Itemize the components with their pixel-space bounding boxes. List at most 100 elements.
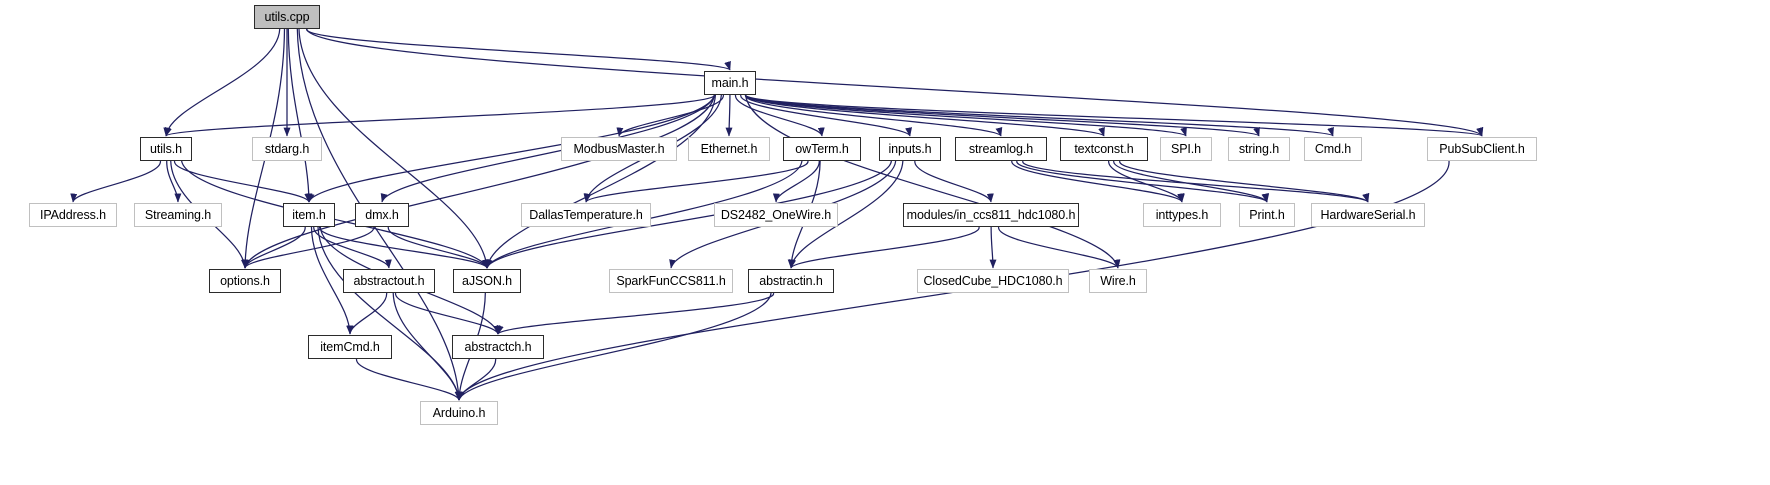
- graph-node-label: DallasTemperature.h: [529, 207, 643, 222]
- graph-node-label: string.h: [1238, 141, 1280, 156]
- graph-node-streaming-h[interactable]: Streaming.h: [134, 203, 222, 227]
- graph-node-streamlog-h[interactable]: streamlog.h: [955, 137, 1047, 161]
- graph-node-label: inputs.h: [888, 141, 932, 156]
- graph-node-label: item.h: [292, 207, 326, 222]
- graph-node-label: SparkFunCCS811.h: [616, 273, 726, 288]
- graph-edge: [744, 94, 1334, 137]
- graph-node-label: utils.h: [150, 141, 182, 156]
- graph-node-wire-h[interactable]: Wire.h: [1089, 269, 1147, 293]
- graph-edge: [457, 292, 772, 401]
- graph-node-abstractout-h[interactable]: abstractout.h: [343, 269, 435, 293]
- graph-node-closedcube-h[interactable]: ClosedCube_HDC1080.h: [917, 269, 1069, 293]
- graph-edge: [584, 160, 809, 203]
- graph-edge: [165, 94, 716, 137]
- graph-edge: [70, 160, 162, 203]
- graph-node-label: Ethernet.h: [700, 141, 758, 156]
- graph-node-mod-ccs811-h[interactable]: modules/in_ccs811_hdc1080.h: [903, 203, 1079, 227]
- graph-node-modbusmaster-h[interactable]: ModbusMaster.h: [561, 137, 677, 161]
- graph-node-dallastemperature-h[interactable]: DallasTemperature.h: [521, 203, 651, 227]
- graph-node-dmx-h[interactable]: dmx.h: [355, 203, 409, 227]
- graph-node-sparkfunccs811-h[interactable]: SparkFunCCS811.h: [609, 269, 733, 293]
- graph-edge: [242, 226, 375, 269]
- graph-node-label: Arduino.h: [432, 405, 486, 420]
- graph-node-label: itemCmd.h: [320, 339, 380, 354]
- graph-node-label: stdarg.h: [264, 141, 310, 156]
- graph-node-ethernet-h[interactable]: Ethernet.h: [688, 137, 770, 161]
- graph-edge: [394, 292, 501, 335]
- graph-edge: [310, 226, 354, 335]
- graph-edge: [355, 358, 462, 401]
- graph-node-print-h[interactable]: Print.h: [1239, 203, 1295, 227]
- graph-edge: [997, 226, 1121, 269]
- graph-node-pubsubclient-h[interactable]: PubSubClient.h: [1427, 137, 1537, 161]
- graph-edge: [242, 94, 716, 269]
- graph-edge: [166, 160, 182, 203]
- graph-node-hardwareserial-h[interactable]: HardwareSerial.h: [1311, 203, 1425, 227]
- graph-node-item-h[interactable]: item.h: [283, 203, 335, 227]
- graph-edge: [914, 160, 994, 203]
- graph-edge: [1011, 160, 1184, 203]
- graph-node-label: dmx.h: [365, 207, 399, 222]
- graph-node-label: owTerm.h: [795, 141, 849, 156]
- graph-node-owterm-h[interactable]: owTerm.h: [783, 137, 861, 161]
- graph-node-label: Cmd.h: [1314, 141, 1352, 156]
- graph-edge: [163, 28, 281, 137]
- graph-node-arduino-h[interactable]: Arduino.h: [420, 401, 498, 425]
- graph-edge: [313, 226, 392, 269]
- graph-node-label: abstractout.h: [353, 273, 425, 288]
- graph-node-label: options.h: [220, 273, 270, 288]
- graph-edge: [989, 226, 997, 269]
- graph-edge: [744, 94, 1483, 137]
- graph-node-abstractch-h[interactable]: abstractch.h: [452, 335, 544, 359]
- graph-node-spi-h[interactable]: SPI.h: [1160, 137, 1212, 161]
- graph-node-stdarg-h[interactable]: stdarg.h: [252, 137, 322, 161]
- graph-edge: [789, 226, 980, 269]
- graph-edge: [485, 160, 893, 269]
- graph-node-label: Print.h: [1249, 207, 1285, 222]
- graph-node-abstractin-h[interactable]: abstractin.h: [748, 269, 834, 293]
- graph-edge: [744, 94, 1121, 269]
- graph-node-label: ClosedCube_HDC1080.h: [923, 273, 1063, 288]
- graph-node-label: streamlog.h: [968, 141, 1034, 156]
- graph-node-textconst-h[interactable]: textconst.h: [1060, 137, 1148, 161]
- graph-edge: [346, 292, 388, 335]
- graph-edge: [1022, 160, 1369, 203]
- graph-node-label: modules/in_ccs811_hdc1080.h: [906, 207, 1076, 222]
- graph-node-inttypes-h[interactable]: inttypes.h: [1143, 203, 1221, 227]
- graph-node-label: PubSubClient.h: [1439, 141, 1525, 156]
- graph-edge: [497, 292, 775, 335]
- graph-node-label: utils.cpp: [264, 9, 310, 24]
- graph-node-utils-h[interactable]: utils.h: [140, 137, 192, 161]
- graph-node-label: SPI.h: [1170, 141, 1202, 156]
- graph-node-ajson-h[interactable]: aJSON.h: [453, 269, 521, 293]
- graph-node-label: IPAddress.h: [39, 207, 107, 222]
- graph-node-label: textconst.h: [1074, 141, 1134, 156]
- graph-node-ipaddress-h[interactable]: IPAddress.h: [29, 203, 117, 227]
- graph-node-label: DS2482_OneWire.h: [720, 207, 832, 222]
- graph-edge: [387, 226, 490, 269]
- graph-node-label: HardwareSerial.h: [1320, 207, 1416, 222]
- graph-node-ds2482-onewire-h[interactable]: DS2482_OneWire.h: [714, 203, 838, 227]
- graph-edge: [772, 160, 820, 203]
- graph-node-cmd-h[interactable]: Cmd.h: [1304, 137, 1362, 161]
- graph-node-label: inttypes.h: [1155, 207, 1209, 222]
- graph-edge: [484, 94, 717, 269]
- graph-edge: [1113, 160, 1270, 203]
- graph-node-label: Wire.h: [1100, 273, 1136, 288]
- graph-node-inputs-h[interactable]: inputs.h: [879, 137, 941, 161]
- graph-edge: [744, 94, 1003, 137]
- graph-node-label: abstractin.h: [759, 273, 823, 288]
- graph-edge: [725, 94, 733, 137]
- graph-node-main-h[interactable]: main.h: [704, 71, 756, 95]
- graph-edge: [392, 292, 462, 401]
- graph-edge: [788, 160, 904, 269]
- graph-node-label: main.h: [711, 75, 749, 90]
- graph-node-label: ModbusMaster.h: [573, 141, 665, 156]
- graph-node-options-h[interactable]: options.h: [209, 269, 281, 293]
- graph-node-itemcmd-h[interactable]: itemCmd.h: [308, 335, 392, 359]
- graph-edge: [319, 226, 489, 269]
- graph-edge: [1016, 160, 1269, 203]
- graph-node-string-h[interactable]: string.h: [1228, 137, 1290, 161]
